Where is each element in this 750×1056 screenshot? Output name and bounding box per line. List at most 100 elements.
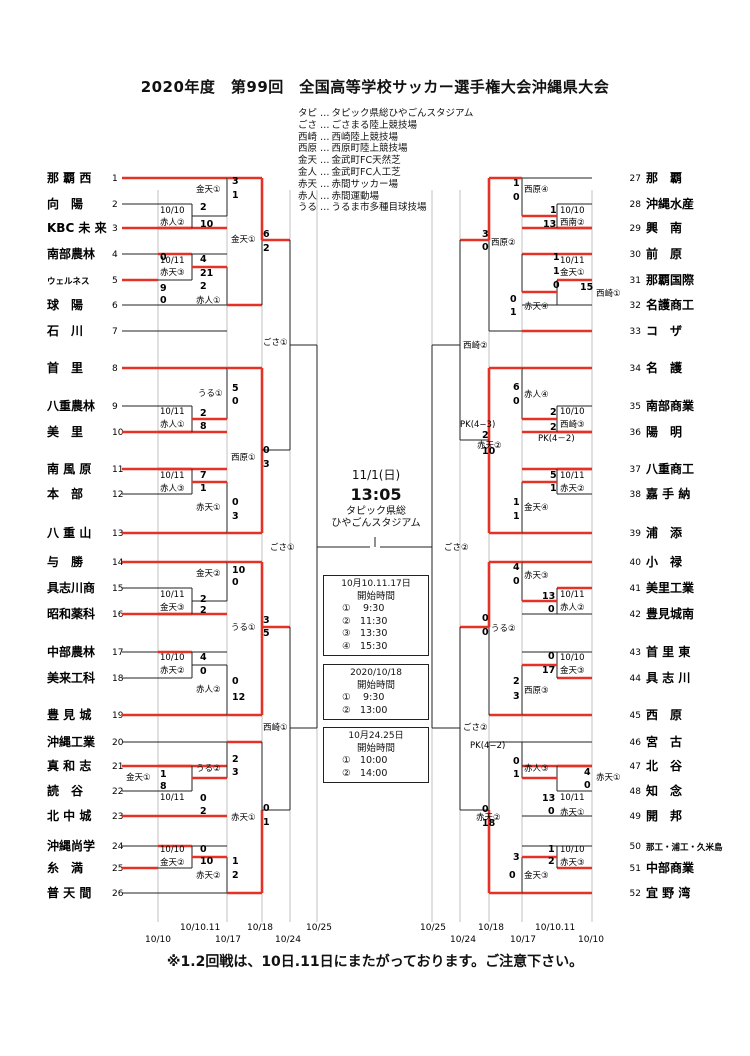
right-team-name: 豊見城南 — [646, 606, 694, 621]
left-score: 0 — [232, 676, 239, 687]
match-label: 10/10 — [160, 206, 185, 216]
right-score: 17 — [542, 665, 555, 676]
right-score: 1 — [550, 205, 557, 216]
left-team-seed: 15 — [112, 584, 123, 594]
match-label: 金天④ — [524, 502, 549, 513]
left-team-seed: 3 — [112, 224, 118, 234]
venue-code: 赤天 — [297, 178, 317, 190]
date-axis-label: 10/10 — [578, 935, 604, 945]
venue-legend-row: タピ…タピック県総ひやごんスタジアム — [283, 108, 473, 120]
match-label: 金天① — [560, 267, 585, 278]
right-score: 1 — [513, 769, 520, 780]
right-team-name: 名 護 — [646, 360, 683, 375]
match-label: 西原① — [231, 453, 256, 463]
match-label: 赤天③ — [560, 858, 585, 868]
match-label: 赤人① — [160, 420, 185, 430]
left-team-name: 向 陽 — [47, 196, 83, 211]
match-label: 西崎③ — [560, 419, 585, 430]
right-team-name: 那工・浦工・久米島 — [646, 842, 723, 853]
venue-legend-row: 西崎…西崎陸上競技場 — [283, 132, 473, 144]
left-team-name: 糸 満 — [47, 860, 83, 875]
right-score: 0 — [509, 870, 516, 881]
venue-separator: … — [320, 166, 330, 178]
left-team-seed: 23 — [112, 812, 123, 822]
schedule-box-2: 2020/10/18 開始時間 ① 9:30 ② 13:00 — [323, 664, 429, 720]
right-score: 0 — [513, 396, 520, 407]
right-score: 4 — [513, 562, 520, 573]
match-label: 金天② — [160, 857, 185, 868]
date-axis-label: 10/18 — [247, 923, 273, 933]
left-score: 3 — [232, 176, 239, 187]
match-label: 10/10 — [560, 845, 585, 855]
final-match-info: 11/1(日) 13:05 タピック県総 ひやごんスタジアム — [323, 466, 429, 530]
venue-code: うる — [297, 202, 317, 214]
venue-name: ごさまる陸上競技場 — [331, 119, 418, 131]
right-score: 3 — [482, 229, 489, 240]
venue-legend-row: ごさ…ごさまる陸上競技場 — [283, 120, 473, 132]
right-team-name: 具 志 川 — [646, 670, 690, 685]
match-label: 10/11 — [560, 793, 585, 803]
left-score: 0 — [200, 793, 207, 804]
left-team-seed: 1 — [112, 174, 118, 184]
right-score: 4 — [584, 767, 591, 778]
venue-code: ごさ — [297, 119, 317, 131]
left-team-seed: 5 — [112, 276, 118, 286]
venue-separator: … — [320, 178, 330, 190]
right-score: 0 — [553, 280, 560, 291]
left-score: 0 — [232, 497, 239, 508]
right-score: 2 — [550, 422, 557, 433]
left-score: 0 — [263, 803, 270, 814]
right-score: 1 — [553, 252, 560, 263]
right-score: 13 — [543, 219, 556, 230]
left-team-seed: 17 — [112, 648, 123, 658]
venue-name: 赤間運動場 — [331, 190, 380, 202]
venue-separator: … — [320, 190, 330, 202]
right-score: 1 — [550, 483, 557, 494]
date-axis-label: 10/25 — [420, 923, 446, 933]
date-axis-label: 10/10.11 — [535, 923, 575, 933]
match-label: 赤人③ — [160, 484, 185, 494]
match-label: うる① — [198, 389, 223, 399]
left-score: 2 — [200, 806, 207, 817]
left-team-name: 普 天 間 — [47, 885, 91, 900]
venue-name: 赤間サッカー場 — [331, 178, 399, 190]
date-axis-label: 10/10.11 — [180, 923, 220, 933]
date-axis-label: 10/24 — [275, 935, 301, 945]
left-score: 0 — [160, 252, 167, 263]
left-team-seed: 21 — [112, 762, 123, 772]
left-score: 7 — [200, 470, 207, 481]
schedule-time: ② 13:00 — [342, 704, 388, 716]
right-score: 13 — [542, 591, 555, 602]
venue-legend-row: 金人…金武町FC人工芝 — [283, 167, 473, 179]
right-team-name: 前 原 — [646, 246, 682, 261]
venue-code: 西原 — [297, 143, 317, 155]
schedule-date: 2020/10/18 — [350, 668, 402, 678]
left-score: 2 — [200, 605, 207, 616]
match-label: 西崎① — [596, 288, 621, 299]
left-team-name: 石 川 — [46, 324, 83, 338]
left-score: 0 — [263, 445, 270, 456]
left-team-name: 具志川商 — [47, 580, 95, 595]
right-team-name: 中部商業 — [646, 860, 695, 875]
right-team-name: コ ザ — [646, 324, 682, 338]
right-team-seed: 47 — [630, 762, 641, 772]
left-score: 1 — [232, 856, 239, 867]
right-team-name: 浦 添 — [646, 525, 683, 540]
schedule-label: 開始時間 — [356, 742, 395, 754]
right-team-seed: 39 — [630, 529, 642, 539]
right-score: 1 — [513, 511, 520, 522]
left-score: 0 — [200, 844, 207, 855]
match-label: 赤天② — [160, 666, 185, 676]
date-axis-label: 10/18 — [478, 923, 504, 933]
right-team-seed: 49 — [630, 812, 642, 822]
venue-legend-row: うる…うるま市多種目球技場 — [283, 202, 473, 214]
right-score: 1 — [548, 844, 555, 855]
right-score: 2 — [513, 676, 520, 687]
match-label: 赤人③ — [524, 764, 549, 774]
right-score: 0 — [513, 192, 520, 203]
right-team-seed: 45 — [630, 711, 641, 721]
left-team-seed: 16 — [112, 610, 124, 620]
right-score: 0 — [548, 806, 555, 817]
right-score: 0 — [548, 604, 555, 615]
right-score: 18 — [482, 818, 496, 829]
